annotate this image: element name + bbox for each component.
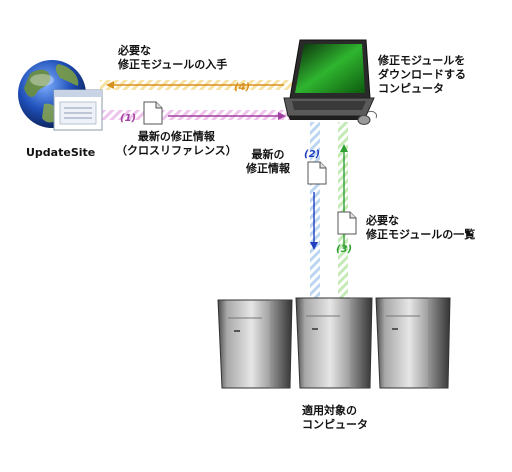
mouse-icon	[357, 111, 377, 125]
document-icon	[143, 101, 163, 125]
arrow-step-2	[310, 192, 318, 250]
flow-band-3	[338, 122, 348, 300]
document-icon	[337, 211, 357, 235]
document-icon	[307, 161, 327, 185]
required-modules-list-label: 必要な 修正モジュールの一覧	[366, 214, 476, 241]
flow-band-1	[100, 110, 298, 120]
step-number-2: (2)	[304, 149, 320, 160]
step-number-3: (3)	[336, 244, 352, 255]
required-modules-acquire-note: 必要な 修正モジュールの入手	[118, 44, 228, 71]
server-tower-icon	[295, 297, 373, 389]
server-tower-icon	[375, 297, 451, 389]
flow-band-2	[310, 122, 320, 300]
latest-fix-info-label: 最新の 修正情報	[246, 148, 290, 175]
step-number-1: (1)	[120, 113, 136, 124]
arrow-step-4	[106, 81, 284, 89]
latest-fix-info-note: 最新の修正情報 （クロスリファレンス）	[116, 130, 237, 157]
target-computers-label: 適用対象の コンピュータ	[302, 404, 368, 431]
server-tower-icon	[217, 299, 293, 389]
download-pc-label: 修正モジュールを ダウンロードする コンピュータ	[378, 54, 466, 95]
laptop-icon	[283, 39, 375, 120]
arrow-step-1	[168, 112, 286, 120]
update-site-label: UpdateSite	[26, 146, 96, 159]
browser-window-icon	[53, 89, 103, 131]
step-number-4: (4)	[234, 82, 250, 93]
